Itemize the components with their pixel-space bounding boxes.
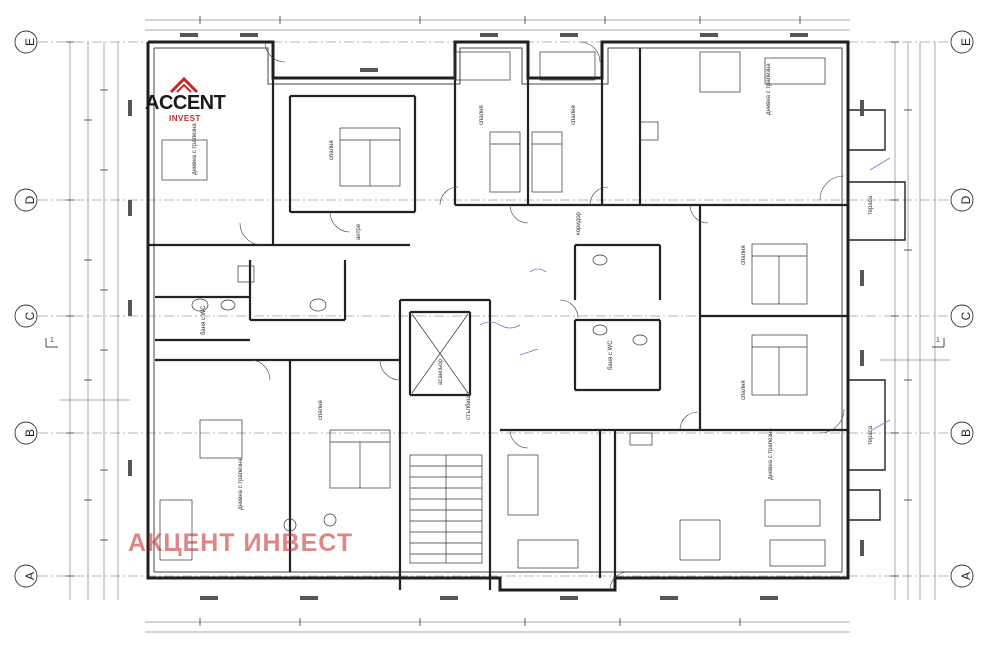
room-label-corridor: коридор [576,211,582,235]
room-label-living-nw: дневна с трапезна [192,123,198,175]
axis-label-a: A [23,572,37,580]
dimension-texts [128,33,864,600]
room-label-hall-n: антре [356,223,362,240]
elevator-shaft [411,313,469,394]
room-label-bedroom-n3: спалня [571,105,577,125]
axis-label-d: D [23,195,37,204]
room-label-bedroom-n2: спалня [479,105,485,125]
axis-label-e: E [23,38,37,46]
pencil-annotations [479,157,891,431]
room-label-elevator: асансьор [438,359,444,385]
logo-roof-icon [169,76,199,94]
axis-label-e-right: E [959,38,973,46]
axis-label-a-right: A [959,572,973,580]
logo-subtitle: INVEST [169,114,201,123]
room-label-stair: стълбище [466,391,472,420]
balconies [848,109,906,521]
section-mark-left-label: 1 [50,337,54,344]
axis-label-b: B [23,429,37,437]
dimension-lines [60,19,950,633]
room-label-living-se: дневна с трапезна [768,428,774,480]
room-label-terrace-ne: тераса [868,195,874,215]
living-furniture [159,51,826,567]
room-label-bath-w: баня с WC [201,305,207,335]
axis-label-d-right: D [959,195,973,204]
dimension-ticks [66,16,912,626]
axis-label-c-right: C [959,311,973,320]
section-mark-right: 1 [932,337,945,348]
room-label-living-sw: дневна с трапезна [238,458,244,510]
plumbing-fixtures [191,121,659,446]
axis-bubbles-left [14,30,38,588]
room-label-bedroom-s: спалня [318,400,324,420]
watermark-text: АКЦЕНТ ИНВЕСТ [128,529,353,557]
outer-walls-inner-line [153,47,843,573]
room-label-living-ne: дневна с трапезна [766,63,772,115]
company-logo: ACCENT INVEST [143,74,233,130]
room-label-bedroom-n1: спалня [329,140,335,160]
axis-label-b-right: B [959,429,973,437]
room-labels: дневна с трапезна спалня спалня спалня д… [192,63,874,510]
room-label-bedroom-e2: спалня [741,380,747,400]
section-mark-left: 1 [45,337,58,348]
room-label-bedroom-e1: спалня [741,245,747,265]
stair-flight [409,454,483,564]
door-swings [239,41,845,591]
section-mark-right-label: 1 [936,337,940,344]
interior-walls [148,48,848,590]
axis-label-c: C [23,311,37,320]
room-label-terrace-se: тераса [868,425,874,445]
axis-bubbles-right [950,30,974,588]
bed-furniture [329,51,808,569]
axis-labels-left: E D C B A [23,38,37,580]
room-label-bath-e: баня с WC [608,340,614,370]
axis-labels-right: E D C B A [959,38,973,580]
logo-name: ACCENT [145,92,226,114]
